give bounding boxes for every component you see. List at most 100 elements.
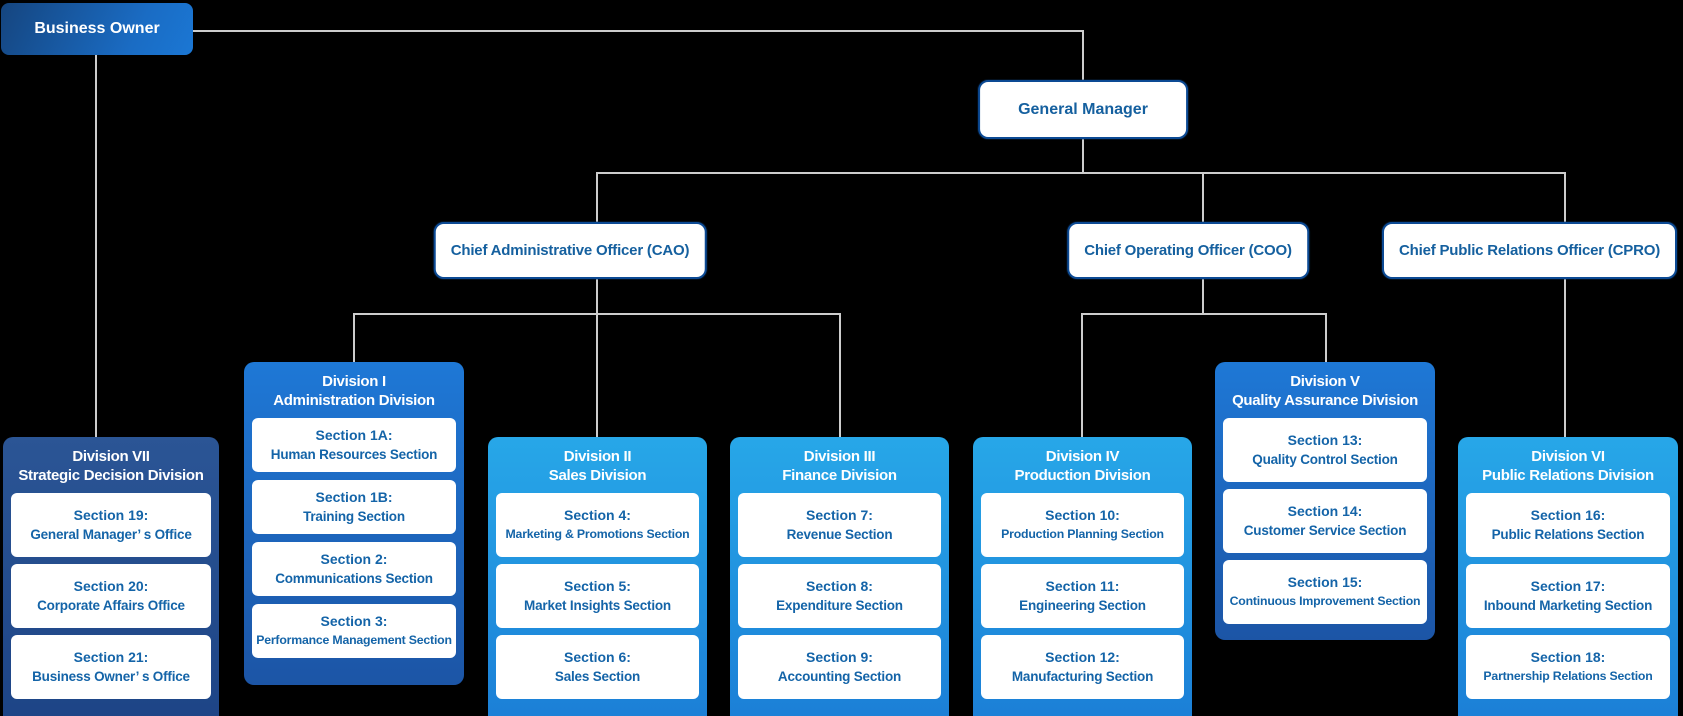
- section-title: Engineering Section: [1019, 598, 1146, 613]
- section-card: Section 1A: Human Resources Section: [252, 418, 456, 472]
- section-number: Section 6:: [564, 649, 631, 665]
- section-title: Continuous Improvement Section: [1229, 594, 1421, 608]
- section-number: Section 13:: [1287, 432, 1363, 448]
- section-card: Section 7: Revenue Section: [738, 493, 941, 557]
- section-title: Revenue Section: [786, 527, 893, 542]
- section-title: Inbound Marketing Section: [1483, 598, 1653, 613]
- section-number: Section 5:: [564, 578, 631, 594]
- section-title: Communications Section: [275, 571, 433, 586]
- section-title: Accounting Section: [777, 669, 902, 684]
- section-card: Section 9: Accounting Section: [738, 635, 941, 699]
- business-owner-label: Business Owner: [34, 20, 160, 37]
- division-roman: Division VII: [72, 448, 150, 465]
- section-number: Section 3:: [320, 613, 388, 629]
- section-card: Section 20: Corporate Affairs Office: [11, 564, 211, 628]
- section-title: Human Resources Section: [270, 447, 438, 462]
- section-title: Business Owner’ s Office: [32, 669, 190, 684]
- section-card: Section 8: Expenditure Section: [738, 564, 941, 628]
- section-title: Performance Management Section: [256, 633, 452, 647]
- section-number: Section 21:: [73, 649, 149, 665]
- division-roman: Division II: [563, 448, 632, 465]
- division-roman: Division VI: [1531, 448, 1605, 465]
- connector-div2-drop: [596, 313, 598, 439]
- section-card: Section 10: Production Planning Section: [981, 493, 1184, 557]
- connector-div4-drop: [1081, 313, 1083, 439]
- cpro-node: Chief Public Relations Officer (CPRO): [1382, 222, 1677, 279]
- section-title: Production Planning Section: [1001, 527, 1164, 541]
- division-name: Quality Assurance Division: [1232, 392, 1418, 409]
- section-card: Section 3: Performance Management Sectio…: [252, 604, 456, 658]
- section-card: Section 12: Manufacturing Section: [981, 635, 1184, 699]
- division-iv-card: Division IV Production Division Section …: [973, 437, 1192, 716]
- division-roman: Division IV: [1045, 448, 1120, 465]
- connector-cpro-riser: [1564, 172, 1566, 224]
- connector-owner-to-gm: [193, 30, 1083, 32]
- division-roman: Division V: [1290, 373, 1360, 390]
- section-number: Section 9:: [806, 649, 873, 665]
- section-card: Section 5: Market Insights Section: [496, 564, 699, 628]
- section-card: Section 11: Engineering Section: [981, 564, 1184, 628]
- connector-cao-riser: [596, 172, 598, 224]
- section-number: Section 1A:: [315, 427, 393, 443]
- connector-owner-drop: [95, 55, 97, 437]
- connector-coo-down: [1202, 273, 1204, 315]
- division-iv-title: Division IV Production Division: [981, 437, 1184, 493]
- connector-div1-drop: [353, 313, 355, 364]
- section-number: Section 17:: [1530, 578, 1606, 594]
- section-card: Section 15: Continuous Improvement Secti…: [1223, 560, 1427, 624]
- section-title: Quality Control Section: [1252, 452, 1398, 467]
- division-name: Public Relations Division: [1482, 467, 1654, 484]
- section-title: Sales Section: [554, 669, 641, 684]
- section-title: Market Insights Section: [524, 598, 671, 613]
- section-number: Section 1B:: [315, 489, 393, 505]
- section-number: Section 2:: [320, 551, 388, 567]
- division-ii-title: Division II Sales Division: [496, 437, 699, 493]
- division-iii-card: Division III Finance Division Section 7:…: [730, 437, 949, 716]
- division-vi-card: Division VI Public Relations Division Se…: [1458, 437, 1678, 716]
- section-card: Section 18: Partnership Relations Sectio…: [1466, 635, 1670, 699]
- section-number: Section 19:: [73, 507, 149, 523]
- cpro-label: Chief Public Relations Officer (CPRO): [1399, 242, 1660, 259]
- connector-coo-riser: [1202, 172, 1204, 224]
- section-title: Public Relations Section: [1491, 527, 1645, 542]
- section-number: Section 16:: [1530, 507, 1606, 523]
- connector-div3-drop: [839, 313, 841, 439]
- division-name: Strategic Decision Division: [18, 467, 204, 484]
- section-number: Section 4:: [564, 507, 631, 523]
- section-card: Section 17: Inbound Marketing Section: [1466, 564, 1670, 628]
- section-title: Corporate Affairs Office: [37, 598, 185, 613]
- division-vii-card: Division VII Strategic Decision Division…: [3, 437, 219, 716]
- section-card: Section 16: Public Relations Section: [1466, 493, 1670, 557]
- business-owner-node: Business Owner: [1, 3, 193, 55]
- division-name: Administration Division: [273, 392, 435, 409]
- section-number: Section 18:: [1530, 649, 1606, 665]
- cao-node: Chief Administrative Officer (CAO): [433, 222, 707, 279]
- section-card: Section 13: Quality Control Section: [1223, 418, 1427, 482]
- coo-node: Chief Operating Officer (COO): [1067, 222, 1309, 279]
- connector-gm-down: [1082, 133, 1084, 174]
- division-ii-card: Division II Sales Division Section 4: Ma…: [488, 437, 707, 716]
- division-roman: Division III: [803, 448, 876, 465]
- section-number: Section 20:: [73, 578, 149, 594]
- section-card: Section 19: General Manager’ s Office: [11, 493, 211, 557]
- connector-cpro-down: [1564, 273, 1566, 439]
- connector-div5-drop: [1325, 313, 1327, 364]
- connector-gm-riser: [1082, 30, 1084, 82]
- division-name: Sales Division: [548, 467, 647, 484]
- section-card: Section 4: Marketing & Promotions Sectio…: [496, 493, 699, 557]
- cao-label: Chief Administrative Officer (CAO): [450, 242, 690, 259]
- section-title: Customer Service Section: [1243, 523, 1407, 538]
- division-i-title: Division I Administration Division: [252, 362, 456, 418]
- section-card: Section 1B: Training Section: [252, 480, 456, 534]
- division-v-title: Division V Quality Assurance Division: [1223, 362, 1427, 418]
- section-card: Section 21: Business Owner’ s Office: [11, 635, 211, 699]
- connector-cao-down: [596, 273, 598, 315]
- section-title: Training Section: [303, 509, 405, 524]
- division-v-card: Division V Quality Assurance Division Se…: [1215, 362, 1435, 640]
- division-vi-title: Division VI Public Relations Division: [1466, 437, 1670, 493]
- coo-label: Chief Operating Officer (COO): [1084, 242, 1292, 259]
- division-iii-title: Division III Finance Division: [738, 437, 941, 493]
- section-title: General Manager’ s Office: [30, 527, 192, 542]
- section-card: Section 6: Sales Section: [496, 635, 699, 699]
